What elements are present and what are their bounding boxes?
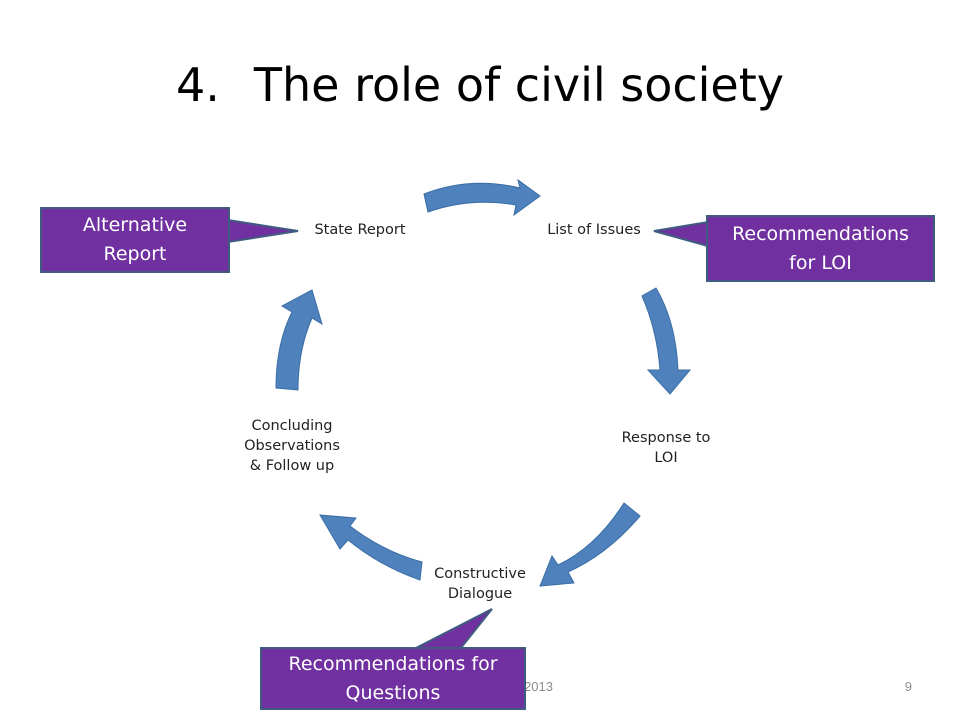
cycle-arrows (275, 178, 692, 587)
arrow-state-to-loi (423, 178, 541, 217)
footer-date: 2013 (524, 679, 553, 694)
callout-recommendations-loi: Recommendations for LOI (706, 215, 935, 282)
arrow-dialogue-to-concluding (319, 514, 423, 581)
slide-title: 4. The role of civil society (0, 58, 960, 112)
node-constructive-dialogue: Constructive Dialogue (434, 566, 526, 602)
node-state-report: State Report (314, 222, 406, 238)
callout-tail-recommendations-questions (413, 608, 493, 650)
callout-tail-alternative-report (227, 218, 299, 244)
title-number: 4. (176, 58, 220, 112)
title-text: The role of civil society (253, 58, 784, 112)
node-response-to-loi: Response to LOI (621, 430, 711, 466)
arrow-response-to-dialogue (539, 502, 641, 587)
arrow-concluding-to-state (275, 289, 323, 391)
arrow-loi-to-response (641, 287, 692, 395)
callout-tail-recommendations-loi (653, 220, 709, 248)
callout-alternative-report: Alternative Report (40, 207, 230, 273)
callout-recommendations-questions: Recommendations for Questions (260, 647, 526, 710)
node-concluding-observations: Concluding Observations & Follow up (244, 418, 340, 474)
node-list-of-issues: List of Issues (547, 222, 641, 238)
slide-page-number: 9 (904, 679, 912, 694)
